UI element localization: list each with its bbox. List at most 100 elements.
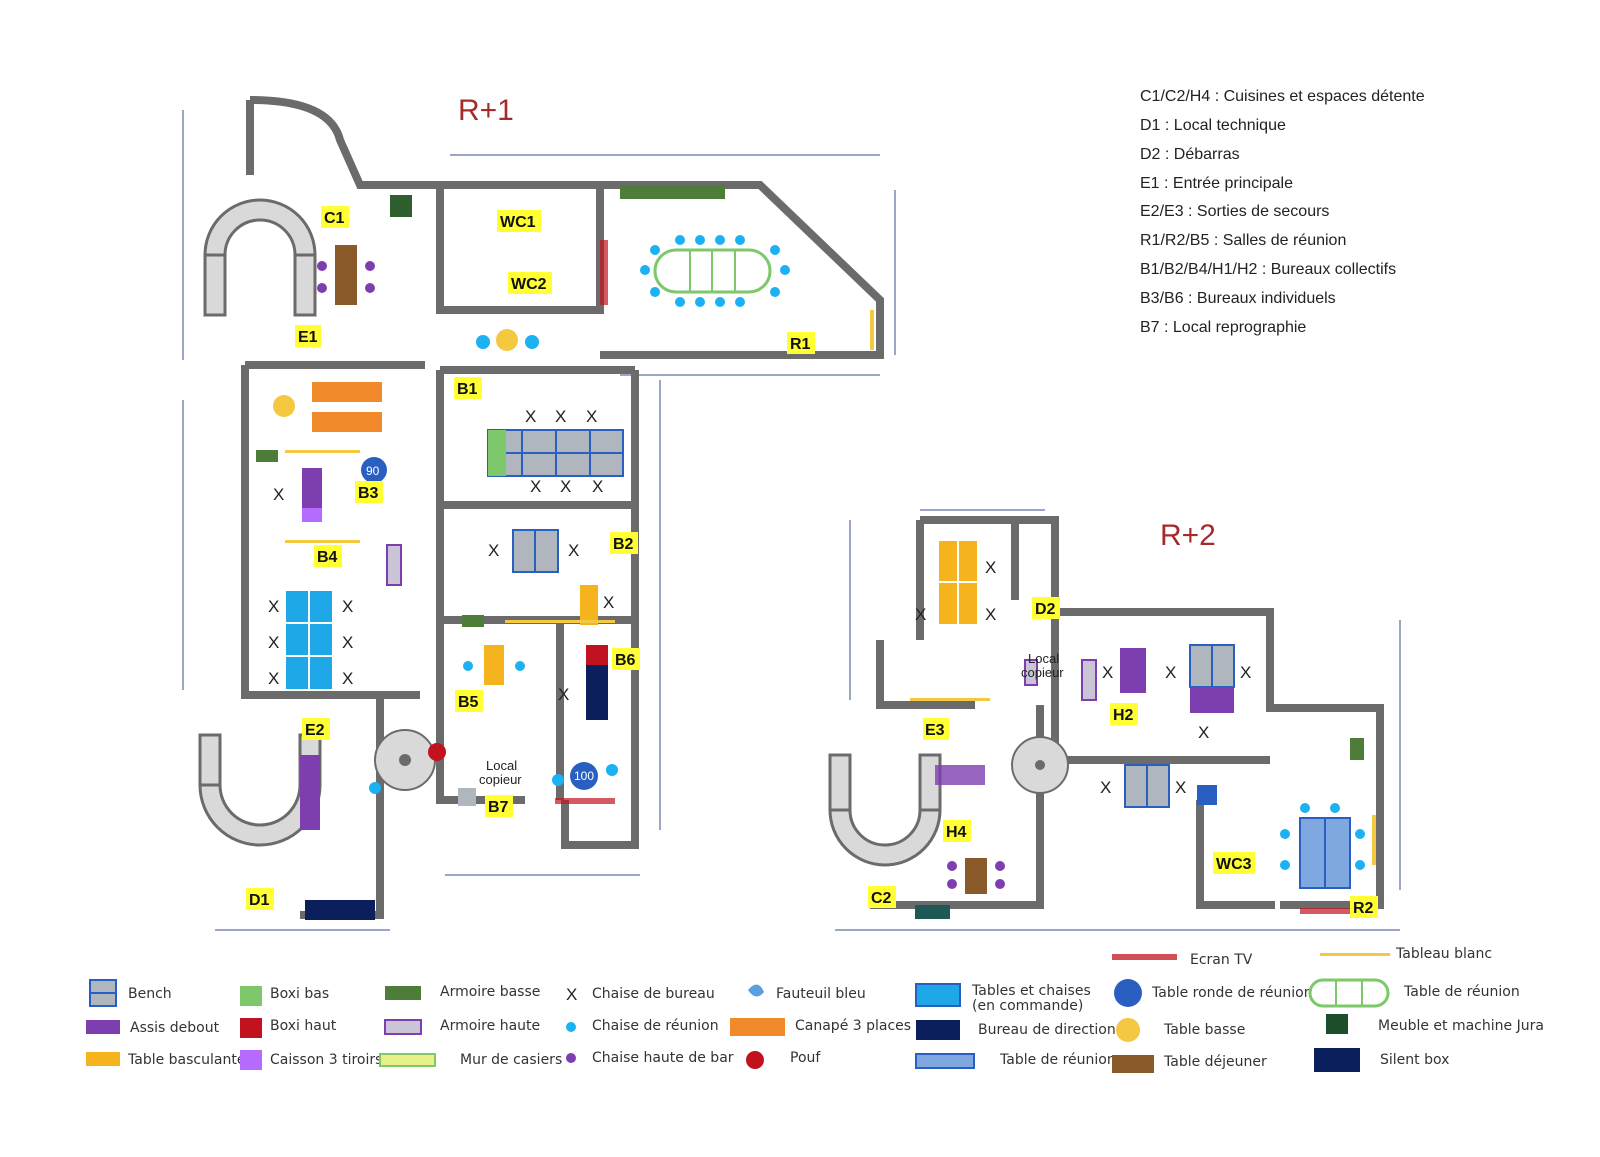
legend-fauteuil-bleu: Fauteuil bleu	[776, 986, 866, 1002]
b5-b6-b7-furniture	[369, 645, 618, 806]
mur-casiers-icon	[379, 1053, 436, 1067]
b2-furniture	[462, 529, 615, 627]
chaise-bureau-icon: X	[566, 985, 577, 1004]
definition-4: E2/E3 : Sorties de secours	[1140, 203, 1329, 220]
tag-b7: B7	[488, 799, 509, 816]
table-ronde-icon	[1114, 979, 1142, 1007]
legend-armoire-haute: Armoire haute	[440, 1018, 540, 1034]
legend: Bench Assis debout Table basculante Boxi…	[86, 946, 1544, 1073]
floor-r1-title: R+1	[458, 94, 514, 127]
definition-1: D1 : Local technique	[1140, 117, 1286, 134]
boxi-bas-icon	[240, 986, 262, 1006]
dimension-lines-r1	[182, 110, 896, 931]
bench-icon	[89, 979, 117, 1007]
table-reunion-oval-icon	[1308, 978, 1390, 1008]
tag-b6: B6	[615, 652, 636, 669]
svg-text:X: X	[268, 669, 279, 688]
tag-b1: B1	[457, 381, 478, 398]
svg-text:X: X	[273, 485, 284, 504]
tag-e2: E2	[305, 722, 325, 739]
legend-table-reunion-oval: Table de réunion	[1403, 984, 1520, 1000]
legend-table-basse: Table basse	[1163, 1022, 1245, 1038]
tag-e3: E3	[925, 722, 945, 739]
fauteuil-bleu-icon	[748, 984, 764, 997]
local-copieur-r2-line1: Local	[1028, 651, 1059, 666]
tag-h2: H2	[1113, 707, 1134, 724]
r2-furniture	[910, 539, 1376, 919]
room-definitions: C1/C2/H4 : Cuisines et espaces détente D…	[1140, 88, 1425, 336]
tag-b5: B5	[458, 694, 479, 711]
r1-meeting-room-furniture	[600, 185, 874, 350]
legend-tables-chaises: Tables et chaises	[971, 983, 1091, 999]
svg-text:X: X	[530, 477, 541, 496]
table-90-label: 90	[366, 464, 380, 478]
legend-table-ronde: Table ronde de réunion	[1151, 985, 1313, 1001]
legend-bench: Bench	[128, 986, 172, 1002]
svg-text:X: X	[488, 541, 499, 560]
legend-tables-chaises-2: (en commande)	[972, 998, 1083, 1014]
r2-stair	[828, 808, 942, 867]
table-100-label: 100	[574, 769, 594, 783]
legend-armoire-basse: Armoire basse	[440, 984, 540, 1000]
table-reunion-blue-icon	[915, 1053, 975, 1069]
tag-b3: B3	[358, 485, 379, 502]
svg-text:X: X	[915, 605, 926, 624]
svg-text:X: X	[268, 597, 279, 616]
r1-office-chairs: X X X X X X X X X X X X X X X X X	[268, 407, 614, 704]
floor-r2-title: R+2	[1160, 519, 1216, 552]
svg-text:X: X	[525, 407, 536, 426]
definition-0: C1/C2/H4 : Cuisines et espaces détente	[1140, 88, 1425, 105]
legend-boxi-bas: Boxi bas	[270, 986, 329, 1002]
legend-table-reunion-blue: Table de réunion	[999, 1052, 1116, 1068]
tag-wc3: WC3	[1216, 856, 1252, 873]
legend-boxi-haut: Boxi haut	[270, 1018, 337, 1034]
bureau-direction-icon	[916, 1020, 960, 1040]
floor-r1: R+1	[182, 94, 896, 931]
legend-ecran-tv: Ecran TV	[1190, 952, 1253, 968]
svg-text:X: X	[1165, 663, 1176, 682]
table-basculante-icon	[86, 1052, 120, 1066]
tag-r1: R1	[790, 336, 811, 353]
svg-text:X: X	[1100, 778, 1111, 797]
svg-text:X: X	[342, 669, 353, 688]
definition-3: E1 : Entrée principale	[1140, 175, 1293, 192]
tag-r2: R2	[1353, 900, 1374, 917]
legend-chaise-reunion: Chaise de réunion	[592, 1018, 719, 1034]
svg-text:X: X	[592, 477, 603, 496]
definition-2: D2 : Débarras	[1140, 146, 1240, 163]
r1-stair-top	[203, 198, 317, 257]
local-copieur-r1-line2: copieur	[479, 772, 522, 787]
e2-d1-furniture	[300, 755, 375, 920]
legend-pouf: Pouf	[790, 1050, 821, 1066]
tag-b2: B2	[613, 536, 634, 553]
local-copieur-r1-line1: Local	[486, 758, 517, 773]
meuble-jura-icon	[1326, 1014, 1348, 1034]
table-dejeuner-icon	[1112, 1055, 1154, 1073]
legend-tableau-blanc: Tableau blanc	[1395, 946, 1492, 962]
local-copieur-r2-line2: copieur	[1021, 665, 1064, 680]
room-tags-r2: D2 H2 E3 H4 WC3 C2 R2	[868, 597, 1378, 918]
caisson-icon	[240, 1050, 262, 1070]
svg-text:X: X	[1198, 723, 1209, 742]
svg-text:X: X	[342, 597, 353, 616]
room-tags-r1: C1 WC1 WC2 E1 R1 B1 B3 B4 B2 B6 B5 E2 B7…	[246, 206, 815, 910]
svg-text:X: X	[586, 407, 597, 426]
tables-chaises-icon	[915, 983, 961, 1007]
svg-text:X: X	[1175, 778, 1186, 797]
assis-debout-icon	[86, 1020, 120, 1034]
chaise-reunion-icon	[566, 1022, 576, 1032]
legend-chaise-haute: Chaise haute de bar	[592, 1050, 734, 1066]
svg-text:X: X	[603, 593, 614, 612]
svg-text:X: X	[558, 685, 569, 704]
tag-c1: C1	[324, 210, 345, 227]
svg-text:X: X	[985, 558, 996, 577]
legend-bureau-direction: Bureau de direction	[978, 1022, 1116, 1038]
table-basse-icon	[1116, 1018, 1140, 1042]
legend-chaise-bureau: Chaise de bureau	[592, 986, 715, 1002]
tag-c2: C2	[871, 890, 892, 907]
legend-canape: Canapé 3 places	[795, 1018, 911, 1034]
floor-r2: R+2	[828, 509, 1401, 931]
svg-text:X: X	[560, 477, 571, 496]
b3-b4-furniture	[256, 382, 402, 691]
